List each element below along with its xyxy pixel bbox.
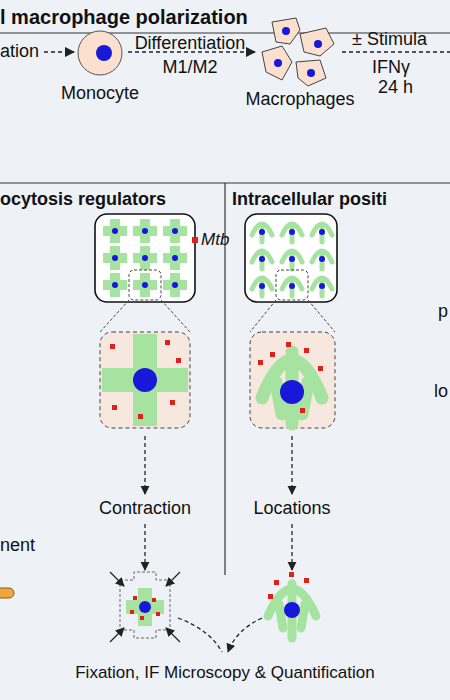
dashed-arrow — [44, 51, 74, 53]
zoom-line — [100, 300, 129, 332]
crossbow-pattern — [320, 279, 325, 296]
bacterium-icon — [0, 588, 14, 598]
mtb-bacteria — [258, 342, 323, 413]
step-label: Locations — [253, 499, 330, 519]
located-cell — [268, 572, 316, 638]
step-label: ± Stimula — [352, 30, 427, 50]
crossbow-pattern — [260, 225, 265, 242]
dashed-arrow — [144, 524, 145, 570]
step-label: p — [438, 302, 448, 322]
zoom-box — [129, 270, 161, 300]
nucleus — [142, 282, 148, 288]
nucleus — [142, 228, 148, 234]
nucleus — [112, 228, 118, 234]
cross-pattern — [133, 253, 157, 263]
panel-title: Intracellular positi — [232, 190, 387, 210]
monocyte-cell — [78, 31, 122, 75]
dashed-arrow — [291, 436, 292, 494]
step-label: lo — [434, 382, 448, 402]
nucleus — [142, 255, 148, 261]
micropattern-array — [95, 214, 195, 302]
contracted-cell — [110, 572, 180, 642]
step-label: nent — [0, 536, 35, 556]
crossbow-pattern — [320, 252, 325, 269]
nucleus — [289, 283, 295, 289]
mtb-symbol — [192, 237, 198, 243]
nucleus — [259, 229, 265, 235]
step-label: M1/M2 — [162, 58, 217, 78]
nucleus — [133, 368, 157, 392]
cross-pattern — [103, 253, 127, 263]
dashed-arrow — [144, 436, 145, 494]
crossbow-pattern — [290, 279, 295, 296]
crossbow-pattern — [260, 252, 265, 269]
zoom-box — [276, 270, 308, 300]
nucleus — [112, 255, 118, 261]
nucleus — [289, 229, 295, 235]
nucleus — [274, 27, 322, 77]
zoomed-cell — [250, 332, 335, 428]
nucleus — [319, 229, 325, 235]
panel-title: ocytosis regulators — [0, 190, 166, 210]
nucleus — [172, 282, 178, 288]
step-label: ation — [0, 42, 39, 62]
cross-pattern — [163, 253, 187, 263]
micropattern-array — [245, 214, 337, 302]
dashed-arrow — [178, 618, 222, 652]
zoom-line — [161, 300, 190, 332]
crossbow-pattern — [290, 225, 295, 242]
crossbow-pattern — [320, 225, 325, 242]
nucleus — [319, 256, 325, 262]
nucleus — [319, 283, 325, 289]
nucleus — [259, 256, 265, 262]
cross-pattern — [163, 280, 187, 290]
cross-pattern — [103, 280, 127, 290]
zoomed-cell — [100, 332, 190, 428]
nucleus — [112, 282, 118, 288]
nucleus — [172, 228, 178, 234]
step-label: 24 h — [378, 78, 413, 98]
dashed-arrow — [228, 618, 262, 652]
crossbow-pattern — [260, 279, 265, 296]
macrophage-cells — [262, 18, 334, 86]
cell-label: Macrophages — [245, 90, 354, 110]
nucleus — [96, 45, 112, 61]
step-label: Contraction — [99, 499, 191, 519]
panel-title: l macrophage polarization — [0, 6, 248, 28]
nucleus — [280, 380, 304, 404]
zoom-line — [308, 300, 335, 332]
legend-label: Mtb — [201, 231, 229, 250]
dashed-arrow — [342, 51, 450, 53]
cross-pattern — [163, 226, 187, 236]
cross-pattern — [102, 334, 188, 426]
step-label: IFNγ — [372, 58, 410, 78]
crossbow-pattern — [290, 252, 295, 269]
dashed-arrow — [291, 524, 292, 570]
mtb-bacteria — [110, 340, 181, 419]
cell-label: Monocyte — [61, 84, 139, 104]
step-label: Differentiation — [135, 34, 246, 54]
nucleus — [289, 256, 295, 262]
cross-pattern — [133, 226, 157, 236]
cross-pattern — [133, 280, 157, 290]
cross-pattern — [103, 226, 127, 236]
nucleus — [259, 283, 265, 289]
crossbow-pattern — [262, 352, 322, 424]
step-label: Fixation, IF Microscopy & Quantification — [75, 664, 375, 683]
zoom-line — [250, 300, 276, 332]
nucleus — [172, 255, 178, 261]
